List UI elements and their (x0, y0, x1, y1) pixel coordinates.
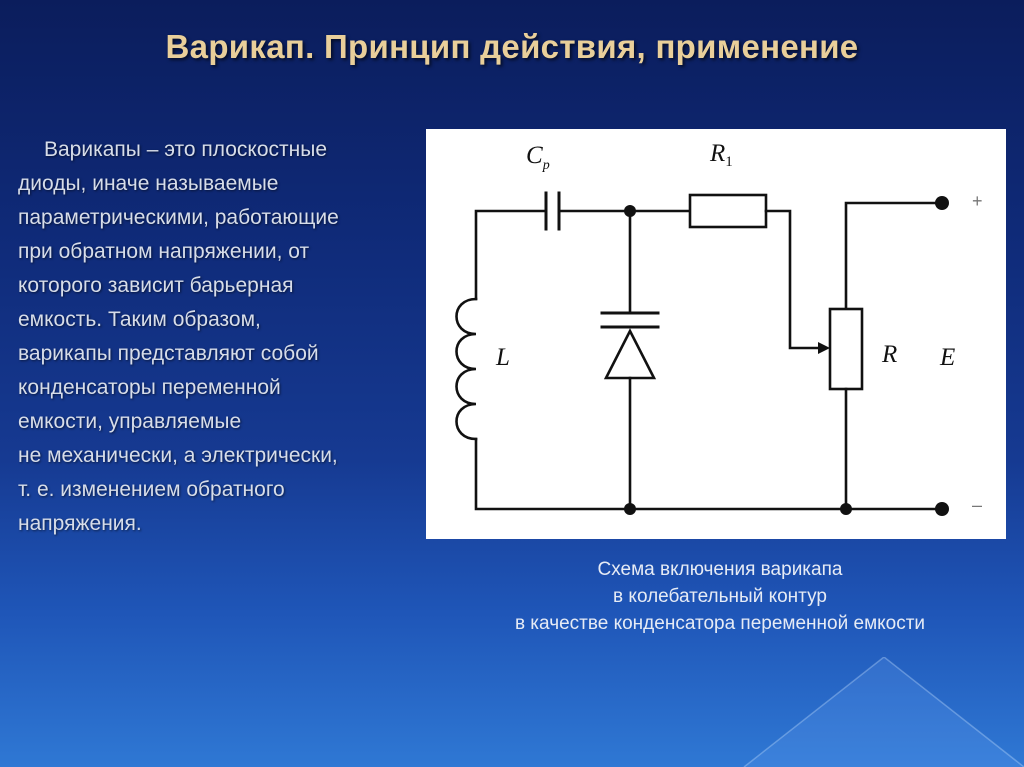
circuit-svg: Cр R1 L R E + – (455, 140, 983, 516)
terminal-plus (935, 196, 949, 210)
label-source: E (939, 344, 955, 371)
label-minus: – (972, 495, 982, 515)
body-text-line: Варикапы – это плоскостные (44, 138, 328, 161)
varicap-triangle (603, 328, 657, 380)
body-text-line: т. е. изменением обратного (18, 478, 285, 501)
body-text-line: не механически, а электрически, (18, 444, 338, 467)
body-text-line: варикапы представляют собой (18, 342, 319, 365)
junction-dot (624, 503, 636, 515)
body-text-line: емкости, управляемые (18, 410, 242, 433)
body-text-line: параметрическими, работающие (18, 206, 339, 229)
body-text-line: которого зависит барьерная (18, 274, 294, 297)
wiper-arrow-icon (818, 342, 830, 354)
wire-bottom-left (474, 437, 632, 511)
caption-line: в качестве конденсатора переменной емкос… (514, 613, 926, 634)
junction-dot (840, 503, 852, 515)
body-text-line: емкость. Таким образом, (18, 308, 261, 331)
label-capacitor: Cр (526, 142, 550, 173)
circuit-schematic: Cр R1 L R E + – (426, 129, 1006, 539)
label-plus: + (972, 191, 983, 211)
wire-top-left (474, 209, 548, 301)
slide-title: Варикап. Принцип действия, применение (165, 28, 859, 65)
junction-dot (624, 205, 636, 217)
label-capacitor-sub: р (542, 158, 550, 173)
label-potentiometer: R (881, 341, 897, 368)
caption-line: в колебательный контур (613, 586, 827, 607)
decorative-corner-shape (743, 657, 1024, 767)
body-text-line: конденсаторы переменной (18, 376, 281, 399)
label-r1-main: R (709, 140, 725, 167)
potentiometer-r (828, 307, 864, 391)
terminal-minus (935, 502, 949, 516)
wire-pot-top (844, 201, 944, 311)
resistor-r1 (688, 193, 768, 229)
label-inductor: L (495, 344, 510, 371)
inductor-coil (455, 297, 478, 441)
label-r1: R1 (709, 140, 733, 170)
caption-line: Схема включения варикапа (597, 559, 843, 580)
label-r1-sub: 1 (725, 154, 733, 170)
body-text-line: диоды, иначе называемые (18, 172, 279, 195)
wire-to-wiper (764, 209, 824, 350)
figure-caption: Схема включения варикапа в колебательный… (430, 556, 1010, 637)
label-capacitor-main: C (526, 142, 543, 169)
body-text: Варикапы – это плоскостные диоды, иначе … (18, 133, 423, 541)
body-text-line: при обратном напряжении, от (18, 240, 310, 263)
body-text-line: напряжения. (18, 512, 142, 535)
